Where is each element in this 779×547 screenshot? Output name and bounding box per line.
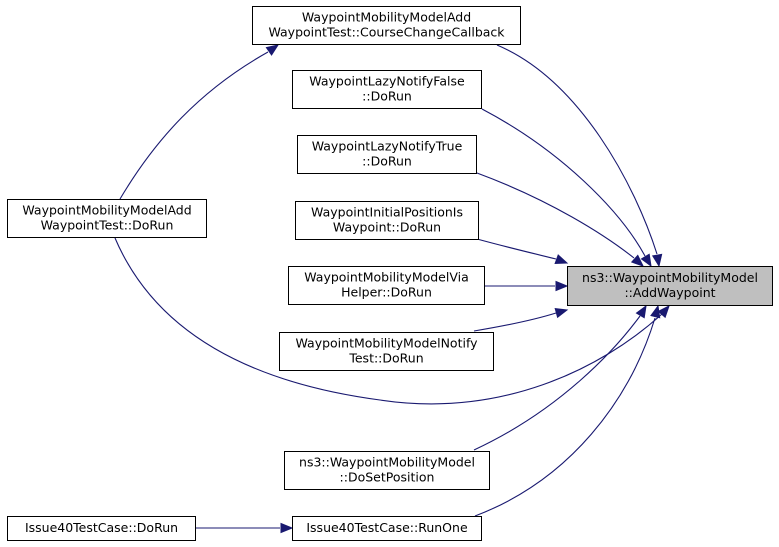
edge-lazy_false-to-target bbox=[481, 108, 646, 257]
node-label-line: ::DoRun bbox=[362, 89, 412, 104]
node-box[interactable] bbox=[279, 332, 494, 371]
node-box[interactable] bbox=[288, 266, 485, 305]
node-label-line: ::DoRun bbox=[362, 154, 412, 169]
node-box[interactable] bbox=[7, 516, 196, 541]
edge-lazy_true-to-target bbox=[476, 172, 635, 259]
node-target[interactable]: ns3::WaypointMobilityModel::AddWaypoint bbox=[567, 266, 773, 306]
edge-dosetpos-to-target bbox=[473, 315, 641, 451]
node-label-line: WaypointLazyNotifyFalse bbox=[309, 74, 465, 89]
node-lazy-true[interactable]: WaypointLazyNotifyTrue::DoRun bbox=[297, 135, 477, 174]
arrowhead-issue_dorun-to-issue_runone bbox=[280, 522, 294, 534]
node-label-line: Issue40TestCase::RunOne bbox=[306, 520, 468, 535]
arrowhead-issue_runone-to-target bbox=[650, 304, 661, 319]
edge-notify-to-target bbox=[473, 312, 557, 332]
node-box[interactable] bbox=[297, 135, 477, 174]
node-label-line: WaypointMobilityModelNotify bbox=[295, 336, 478, 351]
node-issue-runone[interactable]: Issue40TestCase::RunOne bbox=[292, 516, 482, 541]
edge-add_run-to-add_cb bbox=[119, 51, 269, 200]
arrowhead-dosetpos-to-target bbox=[635, 304, 647, 319]
node-label-line: Issue40TestCase::DoRun bbox=[25, 520, 178, 535]
node-label-line: WaypointTest::CourseChangeCallback bbox=[268, 25, 505, 40]
node-lazy-false[interactable]: WaypointLazyNotifyFalse::DoRun bbox=[292, 70, 482, 109]
node-add-run[interactable]: WaypointMobilityModelAddWaypointTest::Do… bbox=[7, 199, 207, 238]
edge-add_cb-to-target bbox=[496, 44, 658, 255]
arrowhead-notify-to-target bbox=[554, 307, 569, 319]
arrowhead-lazy_false-to-target bbox=[640, 253, 652, 268]
edge-add_run-to-target bbox=[114, 237, 663, 405]
node-box[interactable] bbox=[252, 6, 521, 45]
arrowhead-add_run-to-add_cb bbox=[265, 44, 280, 56]
node-label-line: WaypointMobilityModelAdd bbox=[302, 10, 471, 25]
edge-issue_runone-to-target bbox=[474, 317, 656, 517]
arrowhead-helper-to-target bbox=[555, 280, 569, 292]
node-box[interactable] bbox=[292, 70, 482, 109]
node-dosetpos[interactable]: ns3::WaypointMobilityModel::DoSetPositio… bbox=[284, 451, 490, 490]
node-add-cb[interactable]: WaypointMobilityModelAddWaypointTest::Co… bbox=[252, 6, 521, 45]
node-label-line: Helper::DoRun bbox=[341, 285, 432, 300]
node-label-line: WaypointTest::DoRun bbox=[41, 218, 174, 233]
nodes-layer: WaypointMobilityModelAddWaypointTest::Co… bbox=[7, 6, 773, 541]
node-label-line: WaypointInitialPositionIs bbox=[311, 205, 463, 220]
node-label-line: ns3::WaypointMobilityModel bbox=[582, 270, 758, 285]
node-box[interactable] bbox=[567, 266, 773, 306]
node-box[interactable] bbox=[295, 201, 479, 240]
node-box[interactable] bbox=[284, 451, 490, 490]
node-label-line: ns3::WaypointMobilityModel bbox=[299, 455, 475, 470]
arrowhead-initial-to-target bbox=[554, 254, 569, 264]
arrowhead-add_run-to-target bbox=[657, 305, 670, 319]
node-label-line: WaypointMobilityModelVia bbox=[304, 270, 469, 285]
arrowhead-lazy_true-to-target bbox=[630, 254, 644, 267]
node-box[interactable] bbox=[292, 516, 482, 541]
edge-initial-to-target bbox=[476, 238, 557, 260]
node-label-line: ::DoSetPosition bbox=[340, 470, 435, 485]
node-label-line: ::AddWaypoint bbox=[624, 285, 715, 300]
arrowhead-add_cb-to-target bbox=[651, 253, 663, 268]
node-label-line: WaypointMobilityModelAdd bbox=[22, 203, 191, 218]
node-label-line: Test::DoRun bbox=[348, 351, 423, 366]
node-label-line: Waypoint::DoRun bbox=[333, 220, 441, 235]
node-label-line: WaypointLazyNotifyTrue bbox=[312, 139, 463, 154]
node-box[interactable] bbox=[7, 199, 207, 238]
edges-layer bbox=[114, 44, 670, 534]
node-issue-dorun[interactable]: Issue40TestCase::DoRun bbox=[7, 516, 196, 541]
